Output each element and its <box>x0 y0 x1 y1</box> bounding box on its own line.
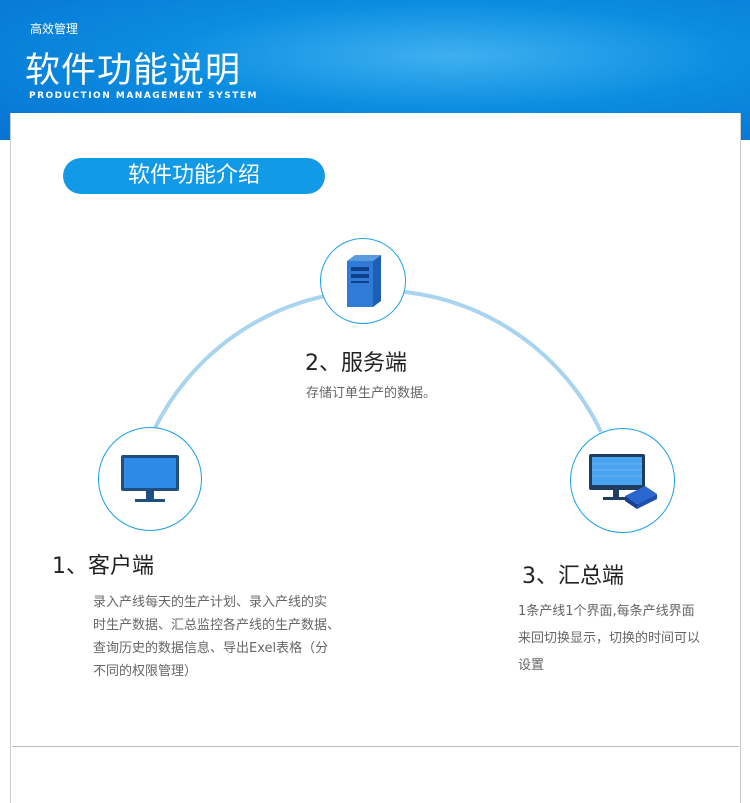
desc-line: 时生产数据、汇总监控各产线的生产数据、 <box>93 618 341 633</box>
desc-line: 查询历史的数据信息、导出Exel表格（分 <box>93 641 329 656</box>
monitor-icon <box>121 455 179 502</box>
item-title-summary: 3、汇总端 <box>522 564 624 589</box>
desc-line: 来回切换显示，切换的时间可以 <box>518 631 701 646</box>
monitor-with-box-icon <box>588 453 657 509</box>
section-pill: 软件功能介绍 <box>63 158 325 194</box>
item-title-client: 1、客户端 <box>52 554 154 579</box>
item-desc-summary: 1条产线1个界面,每条产线界面 来回切换显示，切换的时间可以 设置 <box>518 598 700 679</box>
desc-line: 录入产线每天的生产计划、录入产线的实 <box>93 595 328 610</box>
desc-line: 设置 <box>518 658 545 673</box>
server-circle <box>320 238 406 324</box>
divider <box>12 746 739 747</box>
client-circle <box>98 427 202 531</box>
server-icon <box>347 255 381 307</box>
summary-circle <box>570 428 675 533</box>
page-subtitle: PRODUCTION MANAGEMENT SYSTEM <box>29 91 258 101</box>
item-desc-server: 存储订单生产的数据。 <box>306 382 436 405</box>
item-title-server: 2、服务端 <box>305 351 407 376</box>
page-title: 软件功能说明 <box>25 51 242 91</box>
header-small-title: 高效管理 <box>30 22 79 36</box>
desc-line: 1条产线1个界面,每条产线界面 <box>518 604 695 619</box>
desc-line: 存储订单生产的数据。 <box>306 386 437 401</box>
item-desc-client: 录入产线每天的生产计划、录入产线的实 时生产数据、汇总监控各产线的生产数据、 查… <box>93 591 340 683</box>
desc-line: 不同的权限管理） <box>93 664 198 679</box>
